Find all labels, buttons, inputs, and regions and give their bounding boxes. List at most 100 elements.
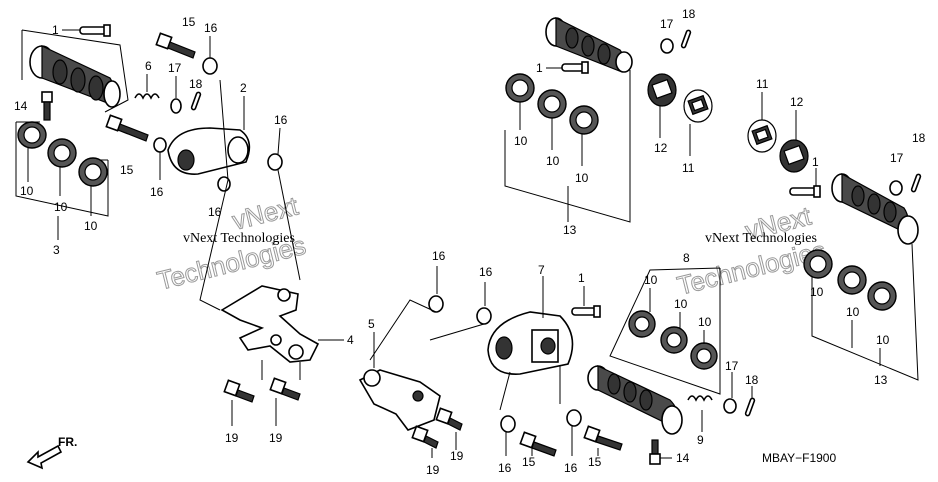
left-footpeg-assembly: 1 6 17 18 15 16 14 [14, 15, 354, 445]
bolt [155, 32, 196, 59]
footpeg-grip [587, 365, 683, 435]
pin [789, 185, 821, 198]
callout-12: 12 [790, 95, 804, 109]
callout-11: 11 [682, 161, 695, 175]
washer [566, 409, 582, 427]
bolt [411, 425, 439, 449]
watermark-caption: vNext Technologies [183, 231, 295, 246]
mounting-plate [487, 311, 574, 375]
callout-15: 15 [522, 455, 536, 469]
callout-3: 3 [53, 243, 60, 257]
callout-16: 16 [274, 113, 288, 127]
callout-16: 16 [208, 205, 222, 219]
callout-5: 5 [368, 317, 375, 331]
callout-19: 19 [269, 431, 283, 445]
callout-17: 17 [660, 17, 674, 31]
step-bracket [358, 369, 441, 431]
callout-16: 16 [204, 21, 218, 35]
callout-10: 10 [876, 333, 890, 347]
callout-1: 1 [536, 61, 543, 75]
damper-plate [779, 139, 809, 173]
callout-14: 14 [676, 451, 690, 465]
callout-10: 10 [674, 297, 688, 311]
callout-8: 8 [683, 251, 690, 265]
washer [267, 153, 283, 171]
washer [500, 415, 516, 433]
pin [561, 61, 589, 74]
callout-6: 6 [145, 59, 152, 73]
damper-ring [683, 89, 713, 123]
top-center-footpeg-assembly: 17 18 1 10 10 10 13 12 [504, 7, 713, 237]
callout-1: 1 [52, 23, 59, 37]
callout-18: 18 [745, 373, 759, 387]
bolt [269, 377, 301, 401]
callout-10: 10 [54, 200, 68, 214]
watermark-text: vNext [229, 190, 301, 235]
damper-plate [647, 73, 677, 107]
callout-10: 10 [846, 305, 860, 319]
callout-12: 12 [654, 141, 668, 155]
bottom-right-footpeg-assembly: 8 10 10 10 14 [587, 251, 759, 465]
callout-17: 17 [725, 359, 739, 373]
callout-1: 1 [812, 155, 819, 169]
callout-1: 1 [578, 271, 585, 285]
callout-10: 10 [84, 219, 98, 233]
roller-bore [543, 95, 561, 113]
front-direction-indicator: FR. [26, 435, 77, 470]
callout-17: 17 [168, 61, 182, 75]
spring [687, 395, 713, 402]
washer [889, 180, 903, 196]
roller-bore [873, 287, 891, 305]
washer [170, 98, 182, 114]
callout-10: 10 [698, 315, 712, 329]
washer [202, 57, 218, 75]
pin [79, 24, 111, 37]
footpeg-grip [831, 172, 919, 245]
callout-10: 10 [20, 184, 34, 198]
roller-bore [843, 271, 861, 289]
cotter-pin [910, 173, 922, 193]
callout-13: 13 [563, 223, 577, 237]
callout-16: 16 [564, 461, 578, 475]
callout-16: 16 [479, 265, 493, 279]
callout-13: 13 [874, 373, 888, 387]
spring [134, 74, 160, 100]
bolt [41, 91, 53, 121]
bolt [519, 431, 557, 457]
callout-17: 17 [890, 151, 904, 165]
watermark-right: vNext Technologies vNext Technologies [674, 200, 830, 301]
cotter-pin [190, 91, 202, 111]
callout-16: 16 [432, 249, 446, 263]
callout-10: 10 [546, 154, 560, 168]
callout-10: 10 [514, 134, 528, 148]
damper-ring [747, 119, 777, 153]
footpeg-grip [545, 17, 633, 73]
bolt [649, 439, 661, 465]
callout-19: 19 [450, 449, 464, 463]
roller-bore [696, 348, 712, 364]
footpeg-grip [29, 45, 121, 108]
callout-11: 11 [756, 77, 769, 91]
callout-18: 18 [682, 7, 696, 21]
callout-2: 2 [240, 81, 247, 95]
roller-set-3 [15, 121, 109, 217]
pin [571, 305, 601, 318]
right-footpeg-assembly: 11 12 1 17 18 [747, 77, 926, 387]
bottom-center-assembly: 16 16 5 19 19 [358, 249, 623, 477]
step-bracket [220, 285, 320, 363]
washer [476, 307, 492, 325]
roller-bore [511, 79, 529, 97]
washer [153, 137, 167, 153]
callout-18: 18 [912, 131, 926, 145]
callout-19: 19 [225, 431, 239, 445]
callout-4: 4 [347, 333, 354, 347]
roller-bore [575, 111, 593, 129]
callout-10: 10 [810, 285, 824, 299]
callout-10: 10 [644, 273, 658, 287]
callout-18: 18 [189, 77, 203, 91]
bolt [435, 407, 463, 431]
callout-16: 16 [150, 185, 164, 199]
cotter-pin [744, 397, 756, 417]
cotter-pin [680, 29, 692, 49]
